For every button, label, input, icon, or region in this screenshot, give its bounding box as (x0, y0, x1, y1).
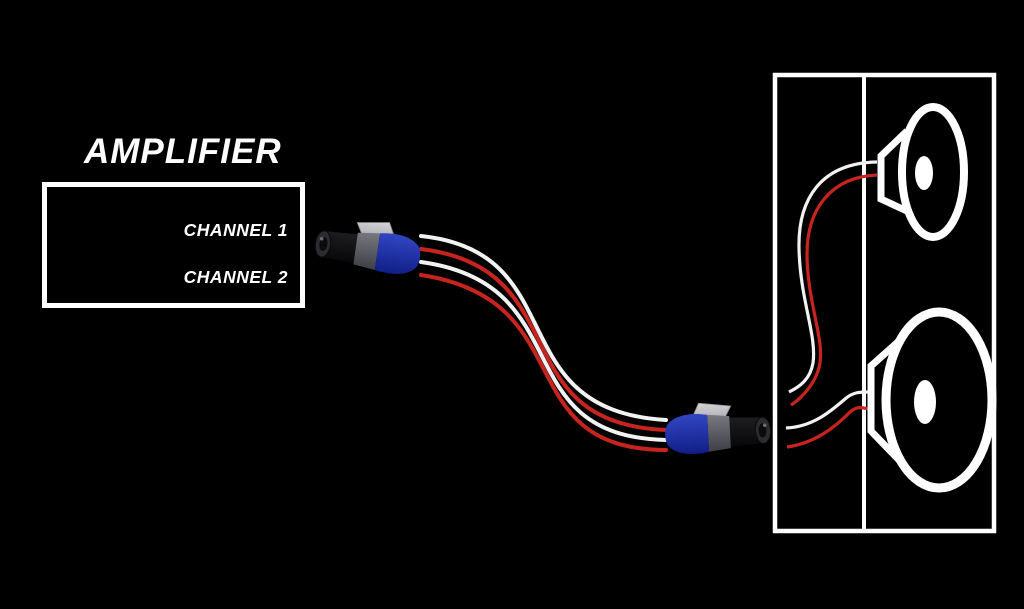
amplifier-box: CHANNEL 1 CHANNEL 2 (42, 182, 305, 308)
connector-tip-highlight (319, 236, 324, 241)
speakon-connector-amp-end-icon (314, 222, 421, 274)
connector-body (665, 414, 710, 454)
top-speaker-dustcap (915, 156, 933, 190)
bottom-speaker-horn (867, 338, 903, 464)
cable-wire-white-1 (419, 234, 668, 422)
connector-tip (729, 417, 764, 447)
cable-wire-red-2 (419, 273, 668, 452)
speakon-connector-speaker-end-icon (665, 402, 772, 454)
cable-wire-white-2 (419, 260, 668, 442)
internal-wiring-channel-2 (785, 390, 871, 449)
top-speaker-icon (877, 103, 968, 241)
channel-2-red-wire (786, 406, 871, 449)
amplifier-label: AMPLIFIER (84, 132, 282, 171)
channel-2-label: CHANNEL 2 (183, 267, 288, 287)
internal-wiring-channel-1 (788, 160, 878, 407)
bottom-speaker-icon (867, 307, 997, 493)
connector-tip-highlight (762, 423, 767, 428)
connector-body (374, 233, 421, 274)
channel-1-red-wire (790, 173, 878, 407)
cable-wire-red-1 (419, 247, 668, 432)
connector-collar (353, 232, 380, 270)
bottom-speaker-cone (881, 307, 997, 493)
connector-tip-hole (319, 237, 328, 251)
channel-2-white-wire (785, 390, 869, 430)
connector-collar (707, 414, 731, 452)
speaker-cabinet (772, 72, 997, 534)
cabinet-outline (772, 72, 997, 534)
channel-1-white-wire (788, 160, 878, 394)
speakon-cable (419, 234, 668, 452)
top-speaker-cone (898, 103, 968, 241)
bottom-speaker-dustcap (914, 380, 936, 424)
channel-1-label: CHANNEL 1 (183, 220, 288, 240)
top-speaker-horn (877, 128, 911, 216)
